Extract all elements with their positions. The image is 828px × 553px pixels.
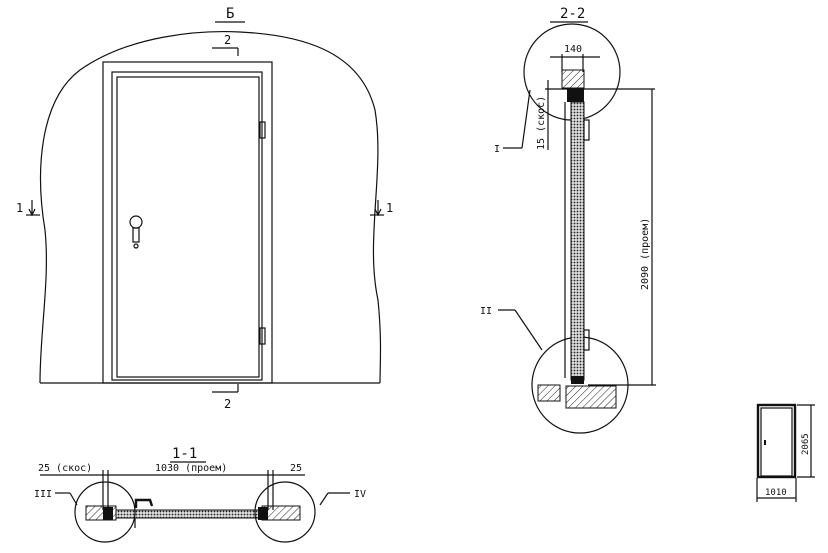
handle-section [134,498,154,508]
callout-circle-iii [74,481,136,543]
svg-text:2: 2 [224,397,231,411]
dim-center-label: 1030 (проем) [155,463,227,474]
section-marker-1-right: 1 [370,200,393,217]
dim-right-label: 25 [290,463,302,474]
elevation-view-b: Б 2 2 1 1 [16,6,393,411]
callout-ii-label: II [480,306,492,317]
callout-i-label: I [494,144,500,155]
callout-iv-label: IV [354,489,366,500]
hinge-bottom [259,327,266,345]
door-leaf [116,76,260,378]
callout-iii-label: III [34,489,52,500]
view-title: Б [226,6,234,22]
dim-top-label: 140 [564,44,582,55]
callout-circle-iv [254,481,316,543]
svg-text:1: 1 [386,201,393,215]
door-thumbnail: 2065 1010 [756,403,815,502]
svg-text:1: 1 [16,201,23,215]
lintel [561,69,585,89]
door-leaf-section [570,101,585,381]
section-2-2: 2-2 140 15 (скос) 2090 (проем) I II [480,6,656,434]
dim-left-label: 25 (скос) [38,463,92,474]
threshold [565,385,617,409]
section-1-1: 1-1 25 (скос) 1030 (проем) 25 III IV [34,446,366,543]
door-handle-icon [129,215,143,249]
dim-height-label: 2090 (проем) [640,218,651,290]
svg-text:2: 2 [224,33,231,47]
section-title: 1-1 [172,446,197,462]
door-frame-outer [102,61,273,384]
hinge-top [259,121,266,139]
thumb-width-label: 1010 [765,488,787,498]
section-marker-2-bottom: 2 [212,384,239,411]
section-title: 2-2 [560,6,585,22]
door-frame-inner [111,71,263,381]
dim-bevel-label: 15 (скос) [536,96,547,150]
section-marker-2-top: 2 [212,33,239,56]
section-marker-1-left: 1 [16,200,40,217]
door-leaf-section [115,509,263,519]
thumb-height-label: 2065 [801,433,811,455]
wall-outline [39,31,382,384]
